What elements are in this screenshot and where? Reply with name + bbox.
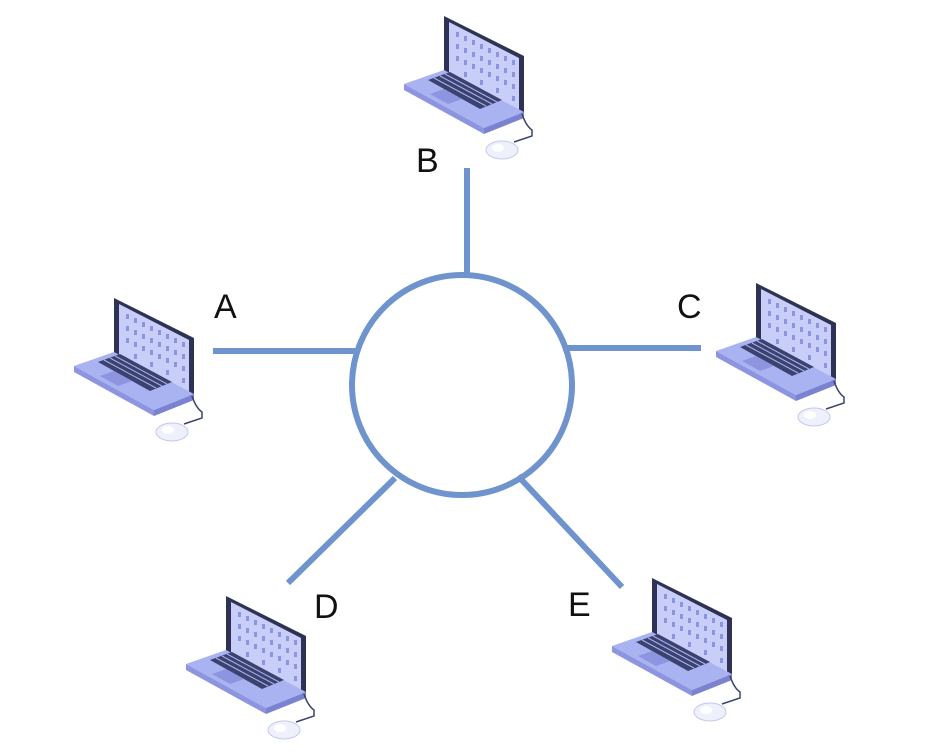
laptop-icon-a bbox=[73, 297, 203, 442]
laptop-icon-d bbox=[185, 595, 315, 740]
laptop-icon-e bbox=[611, 577, 741, 722]
laptop-icon-c bbox=[715, 282, 845, 427]
ring-link bbox=[349, 272, 575, 498]
link-e bbox=[515, 473, 625, 590]
link-d bbox=[285, 475, 398, 586]
laptop-icon-b bbox=[403, 15, 533, 160]
node-label-c: C bbox=[677, 288, 702, 326]
node-label-e: E bbox=[568, 586, 591, 624]
node-label-b: B bbox=[416, 142, 439, 180]
node-label-a: A bbox=[214, 288, 237, 326]
node-label-d: D bbox=[314, 588, 339, 626]
